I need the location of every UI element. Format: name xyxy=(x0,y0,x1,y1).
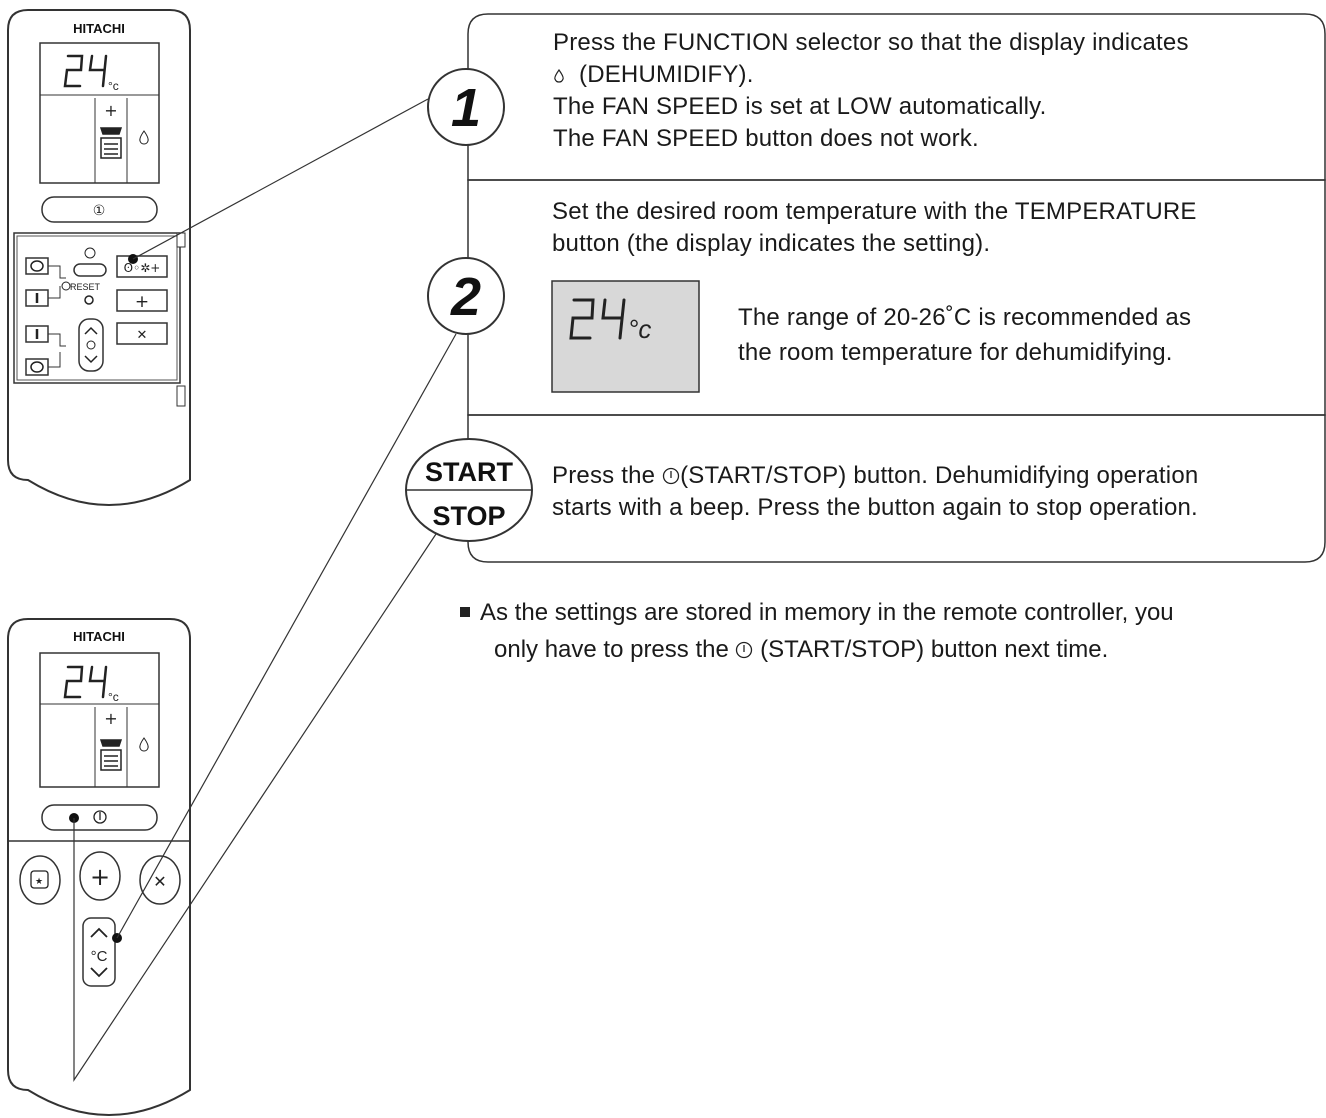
step-1-line-1: Press the FUNCTION selector so that the … xyxy=(553,29,1189,56)
temperature-button-unit: °C xyxy=(91,948,108,965)
svg-text:★: ★ xyxy=(35,877,43,887)
step-2-note-line-2: the room temperature for dehumidifying. xyxy=(738,339,1173,366)
remote-bottom-seven-seg xyxy=(63,665,108,699)
step-3-box xyxy=(467,414,1326,563)
svg-text:+: + xyxy=(104,709,117,728)
drop-icon xyxy=(139,737,149,752)
svg-text:✕: ✕ xyxy=(137,328,148,343)
fan-speed-button[interactable] xyxy=(116,289,168,312)
time-adjust-button[interactable] xyxy=(78,318,104,372)
svg-text:+: + xyxy=(135,292,149,312)
step-2-note-line-1: The range of 20-26˚C is recommended as xyxy=(738,304,1192,331)
step-1-number: 1 xyxy=(451,78,481,138)
leader-start-stop xyxy=(73,533,437,1082)
svg-text:+: + xyxy=(90,863,110,891)
remote-top-start-stop-symbol: ① xyxy=(93,203,106,219)
leader-step-2 xyxy=(116,333,457,939)
reset-button[interactable] xyxy=(84,295,94,305)
svg-text:ʘ◦✲+: ʘ◦✲+ xyxy=(124,261,161,275)
step-2-line-2: button (the display indicates the settin… xyxy=(552,230,991,257)
fan-low-icon xyxy=(99,739,123,771)
function-button[interactable] xyxy=(19,855,61,905)
remote-top-start-stop-button[interactable] xyxy=(41,196,158,223)
remote-bottom-brand: HITACHI xyxy=(73,629,125,644)
remote-top-seven-seg xyxy=(63,54,108,88)
reset-label: RESET xyxy=(70,282,101,292)
step-2-seven-seg-24 xyxy=(569,298,626,340)
stop-label: STOP xyxy=(432,501,505,531)
memory-note-line-1: As the settings are stored in memory in … xyxy=(460,594,1174,631)
remote-top-brand: HITACHI xyxy=(73,21,125,36)
memory-note: As the settings are stored in memory in … xyxy=(460,594,1174,668)
power-icon xyxy=(736,641,753,659)
memory-note-line-2: only have to press the (START/STOP) butt… xyxy=(494,636,1109,663)
timer-set-button[interactable] xyxy=(73,263,107,277)
fan-low-icon xyxy=(99,127,123,159)
step-3-line-1: Press the (START/STOP) button. Dehumidif… xyxy=(552,462,1199,489)
step-3-text: Press the (START/STOP) button. Dehumidif… xyxy=(552,460,1198,524)
step-2-text: Set the desired room temperature with th… xyxy=(552,196,1197,260)
step-2-line-1: Set the desired room temperature with th… xyxy=(552,198,1197,225)
step-3-line-2: starts with a beep. Press the button aga… xyxy=(552,494,1198,521)
bullet-icon xyxy=(460,607,470,617)
step-2-marker xyxy=(427,257,505,335)
fan-speed-button[interactable] xyxy=(79,851,121,901)
remote-top-display-unit: °c xyxy=(108,79,119,93)
remote-bottom-display xyxy=(39,652,160,788)
svg-text:+: + xyxy=(104,101,117,120)
step-2-number: 2 xyxy=(450,267,481,327)
power-icon xyxy=(662,467,680,485)
step-1-line-3: The FAN SPEED is set at LOW automaticall… xyxy=(553,93,1047,120)
start-label: START xyxy=(425,457,513,487)
step-2-display-unit: °c xyxy=(628,314,651,344)
louver-button[interactable] xyxy=(139,855,181,905)
remote-top: HITACHI °c + ① xyxy=(7,9,191,506)
step-1-text: Press the FUNCTION selector so that the … xyxy=(553,27,1189,155)
drop-icon xyxy=(139,130,149,145)
leader-step-1 xyxy=(132,98,429,260)
dehumidify-icon xyxy=(554,69,564,83)
louver-button[interactable] xyxy=(116,322,168,345)
svg-text:✕: ✕ xyxy=(153,872,166,891)
remote-top-display xyxy=(39,42,160,184)
step-1-line-4: The FAN SPEED button does not work. xyxy=(553,125,979,152)
reset-clock-icon xyxy=(61,281,71,291)
remote-bottom-display-unit: °c xyxy=(108,690,119,704)
step-1-line-2: (DEHUMIDIFY). xyxy=(553,59,1189,91)
clock-icon xyxy=(84,247,96,259)
step-1-marker xyxy=(427,68,505,146)
remote-bottom: HITACHI °c + ★ + ✕ °C xyxy=(7,618,191,1116)
step-2-note: The range of 20-26˚C is recommended as t… xyxy=(738,300,1191,370)
